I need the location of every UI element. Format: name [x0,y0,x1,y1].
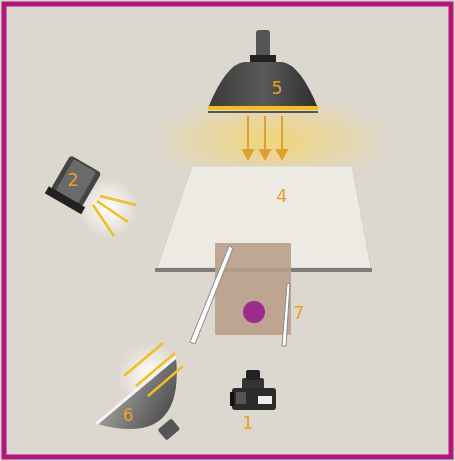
softbox-top [208,30,318,112]
callout-number: 2 [68,172,79,189]
softbox-side [96,357,213,461]
flash-head [45,153,104,214]
camera [230,370,276,410]
subject [243,301,265,323]
callout-number: 4 [277,188,288,205]
callout-number: 5 [272,80,283,97]
softbox-rays [124,343,183,396]
callout-number: 1 [243,415,254,432]
reflector-left [190,246,233,344]
light-arrows [243,116,287,159]
callout-number: 6 [123,407,134,424]
frame [4,4,451,457]
callout-number: 7 [294,305,305,322]
reflector-right [282,283,290,346]
flash-rays [93,196,136,236]
